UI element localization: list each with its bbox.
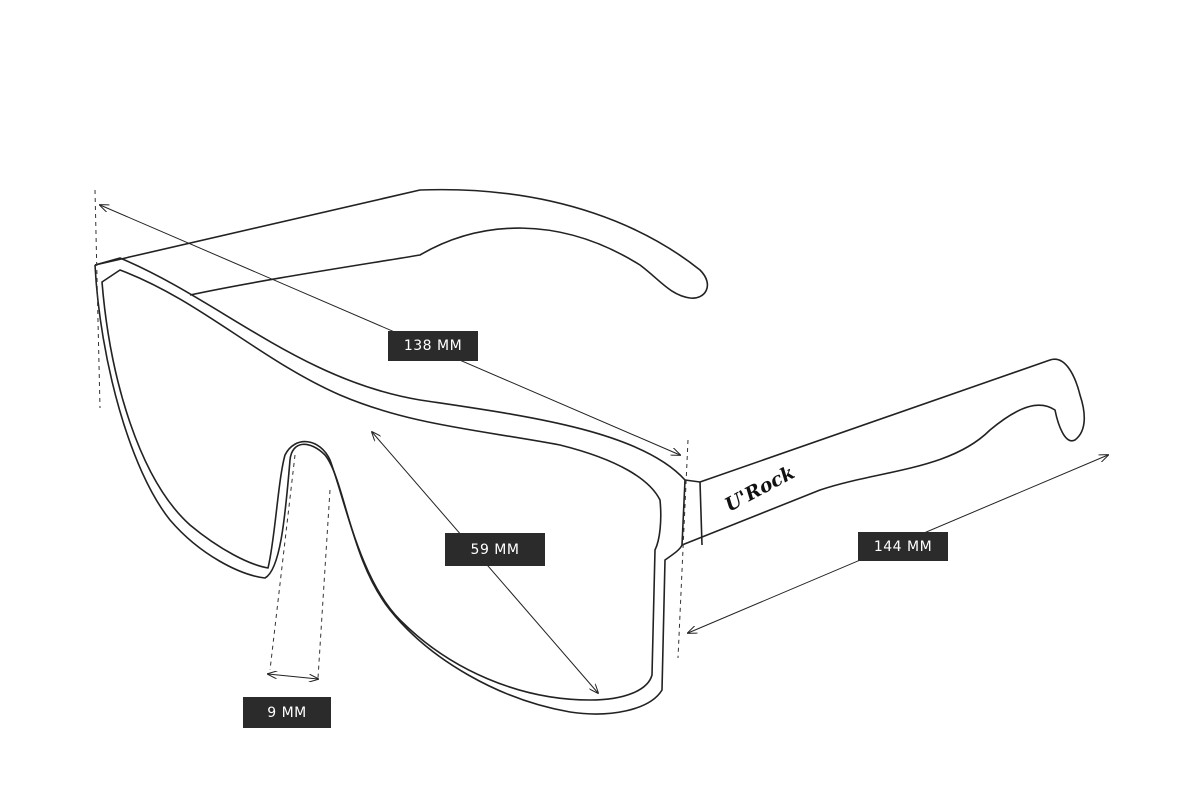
label-total-width: 138 MM bbox=[388, 331, 478, 361]
dimension-line-9 bbox=[268, 674, 318, 679]
label-lens-diagonal: 59 MM bbox=[445, 533, 545, 566]
dimension-line-138 bbox=[100, 205, 680, 455]
frame-top bbox=[94, 257, 686, 481]
far-temple-arm bbox=[94, 188, 709, 299]
lens-outline bbox=[101, 269, 662, 701]
label-temple-length: 144 MM bbox=[858, 532, 948, 561]
near-temple-arm bbox=[681, 358, 1086, 546]
label-bridge-width: 9 MM bbox=[243, 697, 331, 728]
